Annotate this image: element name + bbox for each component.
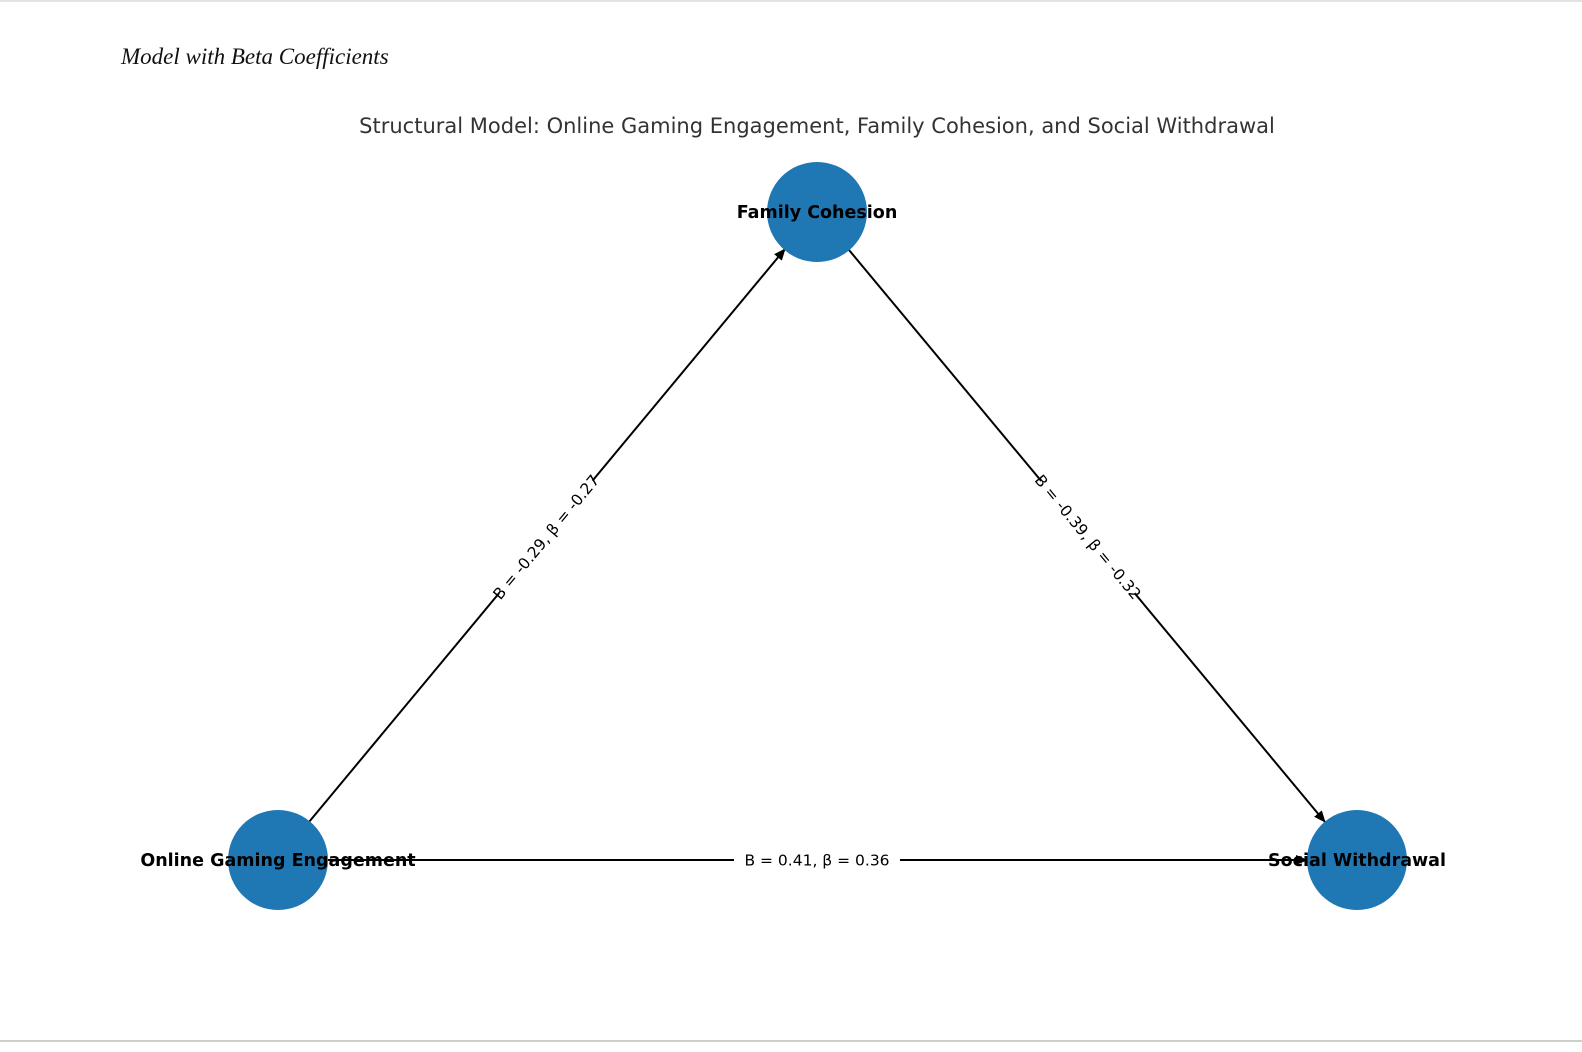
edge-label-gaming-to-withdrawal: B = 0.41, β = 0.36 [734, 848, 900, 872]
node-social-withdrawal [1307, 810, 1407, 910]
node-gaming-engagement [228, 810, 328, 910]
node-label-family-cohesion: Family Cohesion [737, 203, 898, 223]
edge-label-family-to-withdrawal: B = -0.39, β = -0.32 [1031, 471, 1145, 603]
node-label-social-withdrawal: Social Withdrawal [1268, 851, 1446, 871]
diagram-title: Structural Model: Online Gaming Engageme… [359, 114, 1275, 138]
edge-label-text: B = -0.29, β = -0.27 [490, 471, 604, 603]
edge-label-text: B = -0.39, β = -0.32 [1031, 471, 1145, 603]
top-border [0, 0, 1582, 2]
edge-label-text: B = 0.41, β = 0.36 [744, 852, 889, 870]
bottom-border [0, 1040, 1582, 1042]
node-family-cohesion [767, 162, 867, 262]
node-label-gaming-engagement: Online Gaming Engagement [140, 851, 415, 871]
edge-label-gaming-to-family: B = -0.29, β = -0.27 [490, 471, 604, 603]
figure-caption: Model with Beta Coefficients [121, 44, 389, 69]
